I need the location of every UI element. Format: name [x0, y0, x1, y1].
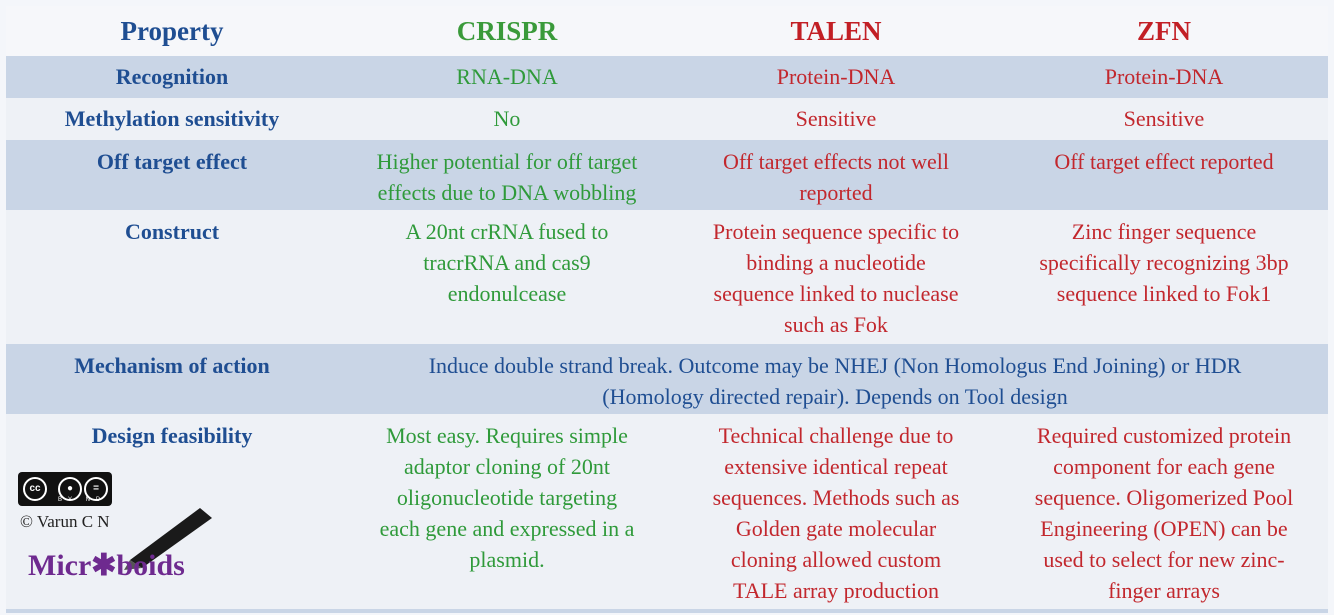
table-row: Mechanism of action Induce double strand…: [6, 344, 1328, 414]
nd-icon: =: [84, 477, 108, 501]
talen-cell: Off target effects not well reported: [676, 140, 996, 208]
pen-icon: [124, 508, 212, 570]
cell-line: endonulcease: [447, 281, 567, 306]
cell-line: effects due to DNA wobbling: [377, 180, 637, 205]
cell-line: Golden gate molecular: [735, 516, 937, 541]
header-zfn: ZFN: [1137, 16, 1191, 46]
header-crispr: CRISPR: [456, 16, 558, 46]
zfn-cell: Sensitive: [1123, 106, 1205, 131]
zfn-cell: Off target effect reported: [1000, 140, 1328, 177]
zfn-cell: Protein-DNA: [1104, 64, 1224, 89]
cell-line: cloning allowed custom: [730, 547, 942, 572]
microboids-logo: Micr✱boids: [28, 549, 185, 582]
by-icon: ●: [58, 477, 82, 501]
zfn-cell: Required customized protein component fo…: [1000, 414, 1328, 606]
cell-line: sequence. Oligomerized Pool: [1034, 485, 1294, 510]
row-label: Mechanism of action: [74, 353, 270, 378]
header-talen: TALEN: [790, 16, 882, 46]
crispr-cell: RNA-DNA: [456, 64, 558, 89]
cell-line: Technical challenge due to: [718, 423, 954, 448]
crispr-cell: Higher potential for off target effects …: [342, 140, 672, 208]
cc-icon: cc: [23, 477, 47, 501]
cell-line: oligonucleotide targeting: [396, 485, 618, 510]
cell-line: extensive identical repeat: [724, 454, 948, 479]
row-label: Design feasibility: [91, 423, 253, 448]
cell-line: tracrRNA and cas9: [423, 250, 591, 275]
mechanism-cell: Induce double strand break. Outcome may …: [342, 344, 1328, 412]
cell-line: A 20nt crRNA fused to: [405, 219, 609, 244]
cell-line: each gene and expressed in a: [379, 516, 635, 541]
crispr-cell: A 20nt crRNA fused to tracrRNA and cas9 …: [342, 210, 672, 309]
cell-line: Off target effects not well: [722, 149, 950, 174]
cell-line: binding a nucleotide: [746, 250, 926, 275]
cell-line: finger arrays: [1108, 578, 1220, 603]
zfn-cell: Zinc finger sequence specifically recogn…: [1000, 210, 1328, 309]
talen-cell: Technical challenge due to extensive ide…: [676, 414, 996, 606]
table-row: Methylation sensitivity No Sensitive Sen…: [6, 98, 1328, 140]
cell-line: Off target effect reported: [1054, 149, 1274, 174]
table-row: Design feasibility Most easy. Requires s…: [6, 414, 1328, 609]
row-label: Recognition: [115, 64, 229, 89]
cell-line: adaptor cloning of 20nt: [404, 454, 610, 479]
row-label: Methylation sensitivity: [64, 106, 280, 131]
cell-line: component for each gene: [1053, 454, 1275, 479]
talen-cell: Protein sequence specific to binding a n…: [676, 210, 996, 340]
cell-line: Protein sequence specific to: [712, 219, 960, 244]
table-row: Off target effect Higher potential for o…: [6, 140, 1328, 210]
crispr-cell: Most easy. Requires simple adaptor cloni…: [342, 414, 672, 575]
cell-line: Most easy. Requires simple: [386, 423, 628, 448]
cell-line: Zinc finger sequence: [1071, 219, 1257, 244]
cell-line: specifically recognizing 3bp: [1039, 250, 1289, 275]
license-text: BY ND: [58, 497, 107, 503]
table-row: Recognition RNA-DNA Protein-DNA Protein-…: [6, 56, 1328, 98]
cell-line: sequence linked to Fok1: [1056, 281, 1272, 306]
header-row: Property CRISPR TALEN ZFN: [6, 6, 1328, 56]
row-label: Construct: [124, 219, 220, 244]
comparison-table: Property CRISPR TALEN ZFN Recognition RN…: [6, 6, 1328, 613]
header-property: Property: [120, 16, 224, 46]
cell-line: Higher potential for off target: [376, 149, 638, 174]
cell-line: Required customized protein: [1036, 423, 1292, 448]
cell-line: sequences. Methods such as: [712, 485, 960, 510]
cell-line: TALE array production: [733, 578, 939, 603]
cell-line: sequence linked to nuclease: [713, 281, 959, 306]
cell-line: reported: [799, 180, 873, 205]
author-credit: © Varun C N: [20, 512, 110, 531]
table-row: Construct A 20nt crRNA fused to tracrRNA…: [6, 210, 1328, 344]
bottom-band: [6, 609, 1328, 613]
talen-cell: Sensitive: [795, 106, 877, 131]
talen-cell: Protein-DNA: [776, 64, 896, 89]
cell-line: such as Fok: [784, 312, 888, 337]
cell-line: Induce double strand break. Outcome may …: [428, 353, 1242, 378]
cell-line: plasmid.: [469, 547, 545, 572]
cell-line: Engineering (OPEN) can be: [1040, 516, 1288, 541]
cell-line: used to select for new zinc-: [1043, 547, 1285, 572]
creative-commons-badge: cc ● = BY ND: [18, 472, 112, 506]
crispr-cell: No: [493, 106, 521, 131]
row-label: Off target effect: [96, 149, 248, 174]
cell-line: (Homology directed repair). Depends on T…: [602, 384, 1068, 409]
